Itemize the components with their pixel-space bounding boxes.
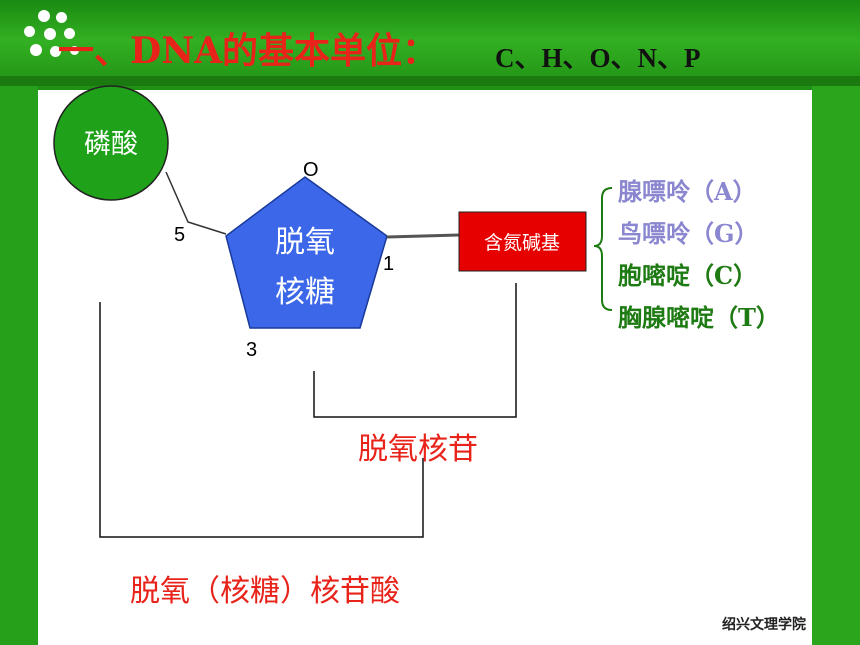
phosphate-circle xyxy=(53,85,169,201)
oxygen-label: O xyxy=(303,159,319,181)
base-brace xyxy=(593,187,613,311)
left-frame-bar xyxy=(0,86,38,645)
phosphate-bond-line xyxy=(165,171,227,235)
header-stripe xyxy=(0,76,860,86)
sugar-label-line1: 脱氧 xyxy=(275,225,335,260)
carbon-3-label: 3 xyxy=(246,339,257,361)
base-box-label: 含氮碱基 xyxy=(484,232,560,254)
sugar-label-line2: 核糖 xyxy=(275,275,335,310)
nucleotide-label: 脱氧（核糖）核苷酸 xyxy=(130,574,400,609)
base-adenine: 腺嘌呤（A） xyxy=(618,177,757,206)
slide-title: 一、DNA的基本单位： xyxy=(58,30,439,72)
carbon-5-label: 5 xyxy=(174,224,185,246)
base-thymine: 胸腺嘧啶（T） xyxy=(618,303,780,332)
nucleotide-bracket xyxy=(99,302,424,538)
phosphate-label: 磷酸 xyxy=(84,129,138,160)
content-panel xyxy=(38,110,812,645)
header-band xyxy=(0,0,860,90)
nucleoside-bracket xyxy=(313,283,517,418)
right-frame-bar xyxy=(812,86,860,645)
base-bond-line xyxy=(386,233,460,239)
element-list: C、H、O、N、P xyxy=(495,43,701,73)
base-box xyxy=(458,211,587,272)
carbon-1-label: 1 xyxy=(383,253,394,275)
dots-logo-icon xyxy=(20,8,90,68)
base-cytosine: 胞嘧啶（C） xyxy=(618,261,758,290)
sugar-pentagon xyxy=(225,176,388,329)
base-guanine: 鸟嘌呤（G） xyxy=(618,219,759,248)
nucleoside-label: 脱氧核苷 xyxy=(358,432,478,467)
footer-school-name: 绍兴文理学院 xyxy=(722,617,806,633)
